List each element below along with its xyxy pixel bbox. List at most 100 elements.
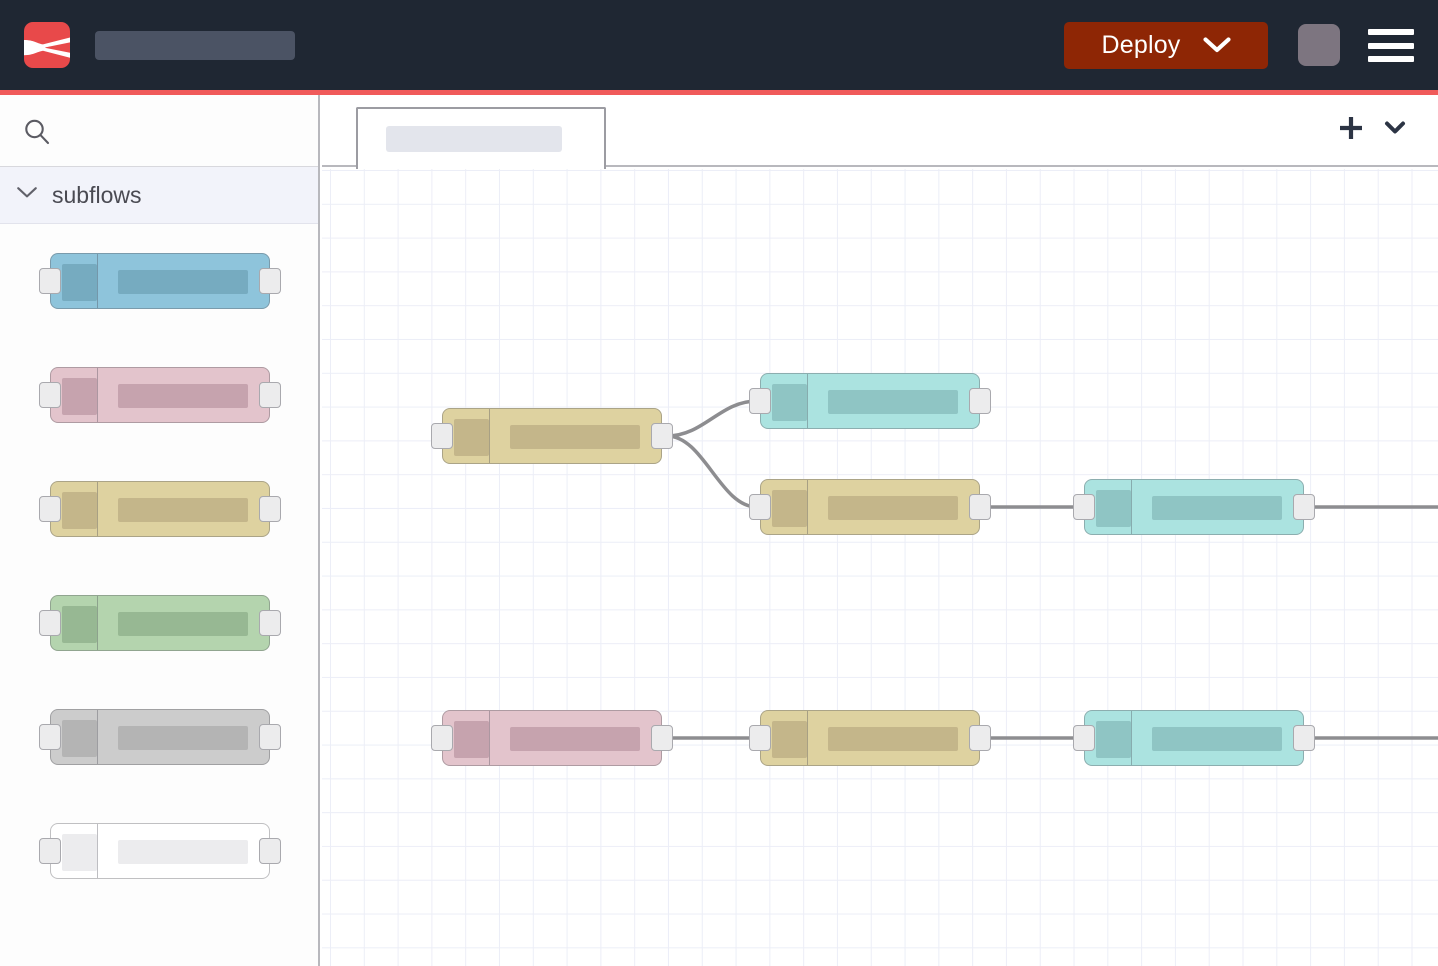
hamburger-bar [1368,29,1414,35]
avatar[interactable] [1298,24,1340,66]
node-label-placeholder [828,390,958,414]
node-icon-divider [1131,711,1132,765]
workspace-tabbar [322,95,1438,169]
palette-node-slot [0,794,318,908]
node-icon [772,721,807,758]
palette-node-blue[interactable] [50,253,270,309]
chevron-down-icon[interactable] [1202,37,1231,54]
flow-node-cyan-1[interactable] [760,373,980,429]
palette-node-green[interactable] [50,595,270,651]
node-output-port[interactable] [259,838,281,864]
flow-node-cyan-3[interactable] [1084,710,1304,766]
palette-search-row[interactable] [0,95,318,167]
wire-n1-n3 [666,434,758,509]
node-label-placeholder [510,727,640,751]
node-output-port[interactable] [969,725,991,751]
node-icon-divider [97,824,98,878]
palette-node-grey[interactable] [50,709,270,765]
node-icon-divider [97,710,98,764]
palette-node-yellow[interactable] [50,481,270,537]
palette-node-slot [0,452,318,566]
node-label-placeholder [828,496,958,520]
chevron-down-icon[interactable] [1381,113,1409,146]
flow-title-placeholder [95,31,295,60]
node-label-placeholder [118,612,248,636]
node-icon [62,264,97,301]
node-input-port[interactable] [39,382,61,408]
node-output-port[interactable] [259,268,281,294]
node-label-placeholder [828,727,958,751]
node-label-placeholder [118,726,248,750]
palette-node-slot [0,566,318,680]
node-icon [62,378,97,415]
palette-category-label: subflows [52,181,142,208]
node-icon-divider [807,374,808,428]
node-input-port[interactable] [39,268,61,294]
node-icon-divider [489,409,490,463]
hamburger-bar [1368,56,1414,62]
hamburger-menu-icon[interactable] [1368,29,1414,62]
node-icon [1096,721,1131,758]
node-icon [62,492,97,529]
deploy-button[interactable]: Deploy [1064,22,1268,69]
node-input-port[interactable] [749,388,771,414]
node-icon-divider [97,482,98,536]
node-input-port[interactable] [749,494,771,520]
node-label-placeholder [118,498,248,522]
node-output-port[interactable] [969,494,991,520]
palette-node-pink[interactable] [50,367,270,423]
node-icon-divider [489,711,490,765]
node-input-port[interactable] [39,610,61,636]
plus-icon[interactable] [1336,113,1366,148]
node-icon-divider [807,711,808,765]
workspace [322,95,1438,966]
flow-node-cyan-2[interactable] [1084,479,1304,535]
flow-canvas[interactable] [322,169,1438,966]
node-icon [772,490,807,527]
node-input-port[interactable] [39,496,61,522]
node-icon-divider [807,480,808,534]
palette-node-list [0,224,318,908]
flow-node-pink-1[interactable] [442,710,662,766]
node-output-port[interactable] [1293,494,1315,520]
node-output-port[interactable] [651,725,673,751]
node-input-port[interactable] [1073,494,1095,520]
node-input-port[interactable] [39,838,61,864]
node-input-port[interactable] [749,725,771,751]
node-label-placeholder [510,425,640,449]
palette-node-slot [0,224,318,338]
node-icon [1096,490,1131,527]
node-output-port[interactable] [259,382,281,408]
node-output-port[interactable] [259,724,281,750]
node-input-port[interactable] [39,724,61,750]
chevron-down-icon[interactable] [16,186,38,204]
node-label-placeholder [118,270,248,294]
palette-category-subflows[interactable]: subflows [0,167,318,224]
node-label-placeholder [118,384,248,408]
flow-node-yellow-2[interactable] [760,479,980,535]
node-icon-divider [97,254,98,308]
deploy-button-label: Deploy [1101,31,1181,59]
node-input-port[interactable] [431,725,453,751]
node-output-port[interactable] [259,610,281,636]
tab-flow-1[interactable] [356,107,606,169]
tab-label-placeholder [386,126,562,152]
node-output-port[interactable] [969,388,991,414]
node-label-placeholder [1152,727,1282,751]
node-output-port[interactable] [1293,725,1315,751]
flow-node-yellow-3[interactable] [760,710,980,766]
wire-n1-n2 [666,399,758,438]
node-output-port[interactable] [259,496,281,522]
node-icon [454,419,489,456]
node-output-port[interactable] [651,423,673,449]
node-input-port[interactable] [1073,725,1095,751]
palette-node-slot [0,680,318,794]
node-icon [772,384,807,421]
palette-node-white[interactable] [50,823,270,879]
node-icon [62,834,97,871]
node-input-port[interactable] [431,423,453,449]
flow-node-yellow-1[interactable] [442,408,662,464]
node-red-logo-icon[interactable] [24,22,70,68]
search-icon[interactable] [22,117,52,152]
